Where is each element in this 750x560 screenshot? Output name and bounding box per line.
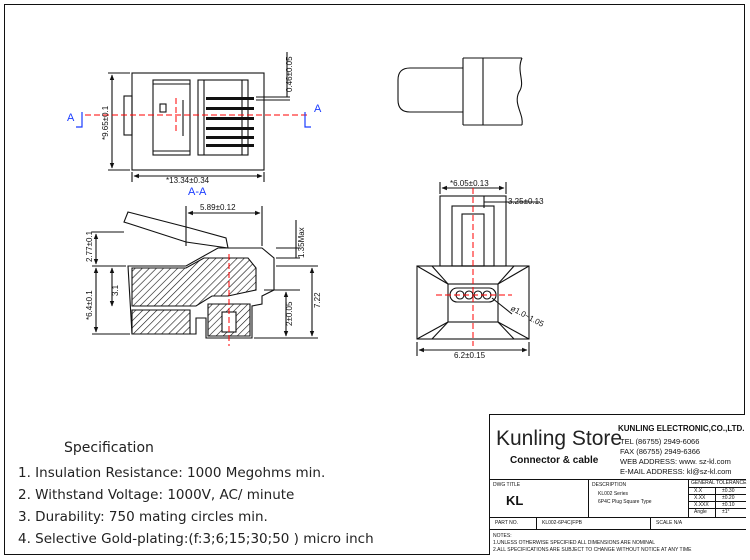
top-height-dim: *9.65±0.1 xyxy=(101,105,110,140)
top-view xyxy=(108,52,290,182)
specification-block: Specification 1. Insulation Resistance: … xyxy=(18,440,478,550)
section-label-left: A xyxy=(67,112,75,124)
front-dim-bottom: 6.2±0.15 xyxy=(454,351,486,360)
spec-title: Specification xyxy=(64,440,154,456)
top-width-dim: *13.34±0.34 xyxy=(166,176,210,185)
spec-item-4: 4. Selective Gold-plating:(f:3;6;15;30;5… xyxy=(18,531,374,547)
section-markers xyxy=(76,112,311,128)
company-name: KUNLING ELECTRONIC,CO.,LTD. xyxy=(618,424,745,433)
front-dim-top-right: 3.25±0.13 xyxy=(508,197,544,206)
tol-row-3-key: X.XXX xyxy=(694,502,709,508)
note-2: 2.ALL SPECIFICATIONS ARE SUBJECT TO CHAN… xyxy=(493,547,692,553)
sec-dim-left-inner: 3.1 xyxy=(111,284,120,296)
company-email: E-MAIL ADDRESS: kl@sz-kl.com xyxy=(620,467,732,476)
sec-dim-top: 5.89±0.12 xyxy=(200,203,236,212)
contact-pins xyxy=(206,97,254,147)
description-line-1: KL002 Series xyxy=(598,491,629,497)
dwg-title-value: KL xyxy=(506,493,524,508)
spec-item-2: 2. Withstand Voltage: 1000V, AC/ minute xyxy=(18,487,295,503)
company-fax: FAX (86755) 2949-6366 xyxy=(620,447,701,456)
front-dim-top: *6.05±0.13 xyxy=(450,179,489,188)
description-label: DESCRIPTION xyxy=(592,482,627,488)
tolerance-header: GENERAL TOLERANCE xyxy=(691,480,747,486)
section-view xyxy=(92,206,318,339)
title-block: Kunling Store Connector & cable KUNLING … xyxy=(489,414,747,555)
front-dim-circle: ø1.0~1.05 xyxy=(509,304,546,329)
tol-row-1-val: ±0.30 xyxy=(722,488,735,494)
sec-dim-right-a: 2±0.05 xyxy=(285,301,294,326)
store-subtitle: Connector & cable xyxy=(510,455,599,466)
store-name: Kunling Store xyxy=(496,427,623,450)
tol-row-1-key: X.X xyxy=(694,488,703,494)
drawing-frame xyxy=(4,4,745,555)
company-tel: TEL (86755) 2949-6066 xyxy=(620,437,700,446)
sec-dim-right-b: 7.22 xyxy=(313,292,322,308)
part-no-value: KL002-6P4C(FPB xyxy=(542,520,583,526)
tol-row-2-key: X.XX xyxy=(694,495,706,501)
front-view xyxy=(416,182,540,356)
notes-label: NOTES: xyxy=(493,533,512,539)
spec-item-1: 1. Insulation Resistance: 1000 Megohms m… xyxy=(18,465,326,481)
top-pin-dim: 0.46±0.05 xyxy=(285,56,294,92)
spec-item-3: 3. Durability: 750 mating circles min. xyxy=(18,509,268,525)
sec-dim-left-top: 2.77±0.1 xyxy=(85,230,94,262)
tol-row-4-val: ±1° xyxy=(722,509,730,515)
front-centerlines xyxy=(436,188,512,346)
sec-dim-left-mid: *6.4±0.1 xyxy=(85,290,94,320)
scale-label: SCALE N/A xyxy=(656,520,683,526)
company-web: WEB ADDRESS: www. sz-kl.com xyxy=(620,457,731,466)
part-no-label: PART NO. xyxy=(495,520,519,526)
section-label-right: A xyxy=(314,103,322,115)
side-stub-view xyxy=(397,57,523,126)
tol-row-4-key: Angle xyxy=(694,509,707,515)
top-view-centerlines xyxy=(85,98,308,132)
tol-row-3-val: ±0.10 xyxy=(722,502,735,508)
sec-dim-right-small: 1.35Max xyxy=(297,227,306,258)
section-view-label: A-A xyxy=(188,186,207,198)
dwg-title-label: DWG TITLE xyxy=(493,482,521,488)
description-line-2: 6P4C Plug Square Type xyxy=(598,499,652,505)
note-1: 1.UNLESS OTHERWISE SPECIFIED ALL DIMENSI… xyxy=(493,540,655,546)
tol-row-2-val: ±0.20 xyxy=(722,495,735,501)
